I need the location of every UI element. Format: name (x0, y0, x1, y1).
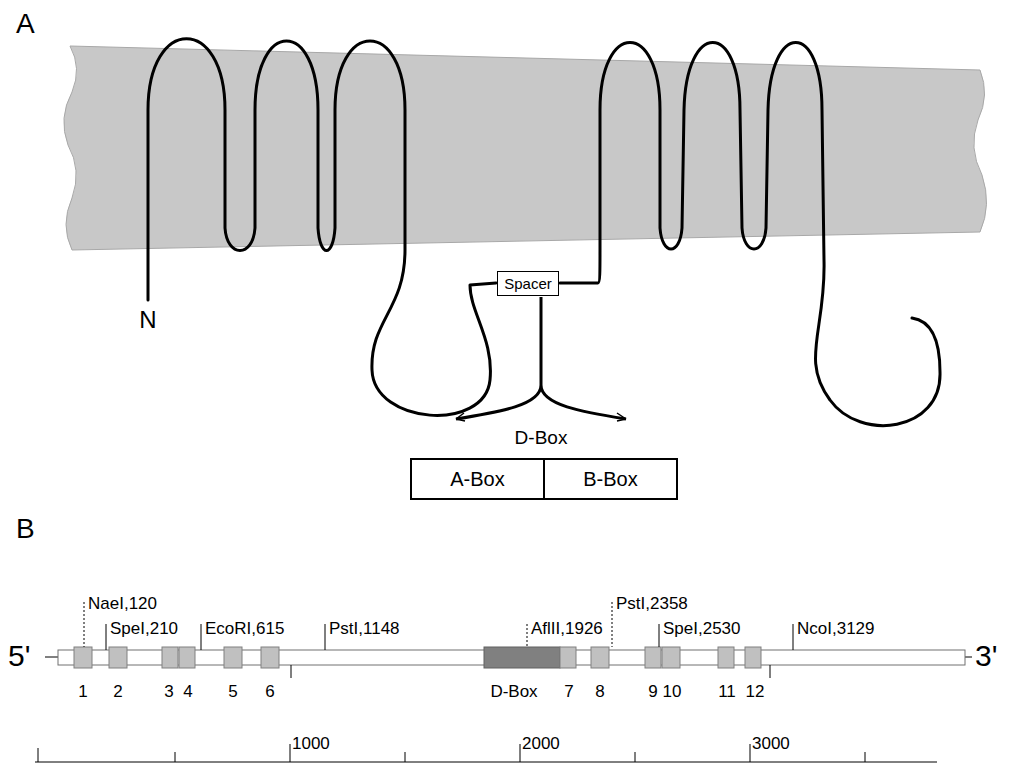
restriction-site: EcoRI,615 (205, 620, 284, 637)
exon-number: 9 (648, 683, 657, 700)
domain-label: D-Box (490, 683, 537, 700)
exon (162, 647, 178, 668)
spacer-box: Spacer (497, 271, 559, 296)
protein-chain (560, 43, 940, 426)
bar-tick (770, 665, 771, 678)
restriction-site: PstI,2358 (616, 595, 688, 612)
exon-number: 6 (265, 683, 274, 700)
site-tick (659, 624, 660, 647)
exon-number: 5 (228, 683, 237, 700)
exon-number: 4 (183, 683, 192, 700)
scale-tick (865, 752, 866, 762)
box-label: B-Box (583, 469, 637, 489)
exon (109, 647, 127, 668)
scale-bar (35, 744, 937, 762)
scale-tick (520, 744, 521, 762)
exon-number: 10 (663, 683, 682, 700)
scale-tick (38, 748, 39, 762)
d-box-exon (484, 647, 560, 668)
restriction-site: NaeI,120 (88, 595, 157, 612)
exon (718, 647, 734, 668)
exon (662, 647, 680, 668)
a-box: A-Box (410, 458, 545, 500)
protein-chain (148, 39, 496, 416)
exon (745, 647, 761, 668)
scale-tick (750, 744, 751, 762)
exon (645, 647, 661, 668)
site-tick (106, 624, 107, 650)
box-label: A-Box (450, 469, 504, 489)
terminus-label: N (139, 308, 156, 332)
exon-number: 11 (718, 683, 736, 700)
exon (560, 647, 576, 668)
site-tick (527, 624, 528, 647)
restriction-site: PstI,1148 (329, 620, 400, 637)
exon-number: 8 (595, 683, 604, 700)
exon-number: 2 (113, 683, 122, 700)
bar-tick (291, 665, 292, 678)
exon (591, 647, 609, 668)
scale-tick (405, 752, 406, 762)
site-tick (84, 602, 85, 647)
membrane (64, 46, 987, 250)
scale-tick (175, 752, 176, 762)
restriction-site: NcoI,3129 (797, 620, 875, 637)
strand-end: 5' (8, 641, 30, 671)
scale-line (35, 762, 937, 763)
exon-boxes (74, 647, 761, 668)
d-box-branch (456, 297, 626, 419)
scale-tick (290, 744, 291, 762)
exon (74, 647, 92, 668)
scale-tick (635, 752, 636, 762)
panel-letter: B (16, 515, 35, 543)
restriction-site: SpeI,2530 (663, 620, 741, 637)
site-tick (793, 624, 794, 650)
exon-number: 3 (164, 683, 173, 700)
domain-label: D-Box (515, 428, 568, 447)
exon (261, 647, 279, 668)
panel-letter: A (16, 10, 35, 38)
strand-end: 3' (975, 641, 997, 671)
exon-number: 7 (564, 683, 573, 700)
box-label: Spacer (504, 276, 552, 291)
restriction-site: SpeI,210 (110, 620, 178, 637)
scale-label: 3000 (752, 735, 790, 752)
exon-number: 12 (746, 683, 765, 700)
site-tick (201, 624, 202, 650)
scale-label: 2000 (522, 735, 560, 752)
site-ticks (84, 602, 793, 678)
branch-tip (456, 413, 626, 421)
exon-number: 1 (78, 683, 87, 700)
restriction-site: AflII,1926 (531, 620, 603, 637)
scale-label: 1000 (292, 735, 330, 752)
exon (179, 647, 195, 668)
site-tick (325, 624, 326, 650)
site-tick (612, 602, 613, 647)
b-box: B-Box (543, 458, 678, 500)
exon (224, 647, 242, 668)
